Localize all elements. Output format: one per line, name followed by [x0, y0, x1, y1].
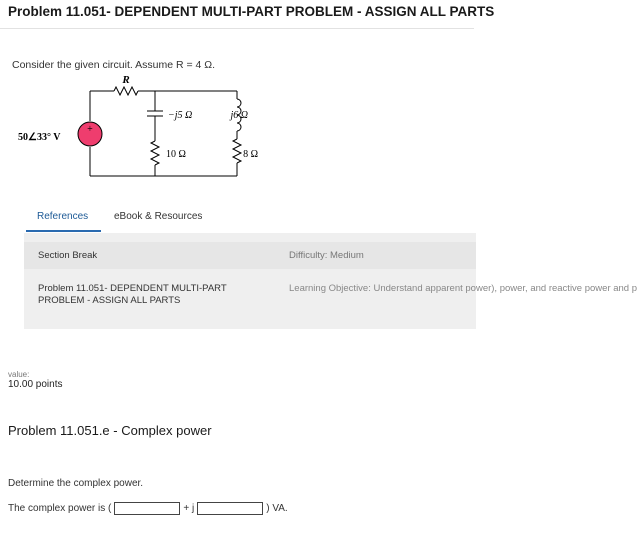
source-label: 50∠33° V	[18, 132, 61, 143]
circuit-diagram: + 50∠33° V R −j5 Ω j6 Ω 10 Ω 8 Ω	[12, 71, 261, 181]
answer-prefix: The complex power is (	[8, 503, 112, 514]
determine-text: Determine the complex power.	[8, 478, 144, 489]
subproblem-title: Problem 11.051.e - Complex power	[8, 423, 212, 438]
section-break-label: Section Break	[38, 250, 98, 261]
problem-name: Problem 11.051- DEPENDENT MULTI-PART PRO…	[38, 283, 227, 306]
tab-references[interactable]: References	[37, 211, 89, 222]
answer-row: The complex power is ( + j ) VA.	[8, 502, 288, 515]
section-break-row	[24, 242, 476, 269]
question-prompt: Consider the given circuit. Assume R = 4…	[12, 59, 216, 71]
difficulty-label: Difficulty: Medium	[289, 250, 364, 261]
answer-plus-j: + j	[183, 503, 195, 514]
problem-title: Problem 11.051- DEPENDENT MULTI-PART PRO…	[8, 4, 495, 19]
value-label: value:	[8, 370, 30, 379]
source-sign: +	[87, 124, 93, 135]
resistor-8-label: 8 Ω	[243, 149, 258, 160]
inductor-label: j6 Ω	[228, 110, 248, 121]
header-divider	[0, 28, 474, 29]
resistor-r-label: R	[121, 74, 129, 86]
tab-active-indicator	[26, 230, 101, 232]
tab-ebook-resources[interactable]: eBook & Resources	[114, 211, 203, 222]
real-part-input[interactable]	[114, 502, 181, 515]
learning-objective: Learning Objective: Understand apparent …	[289, 283, 637, 294]
voltage-source	[77, 121, 103, 147]
answer-suffix: ) VA.	[266, 503, 288, 514]
capacitor-label: −j5 Ω	[168, 110, 192, 121]
imaginary-part-input[interactable]	[197, 502, 264, 515]
value-points: 10.00 points	[8, 379, 63, 390]
resistor-10-label: 10 Ω	[166, 149, 186, 160]
